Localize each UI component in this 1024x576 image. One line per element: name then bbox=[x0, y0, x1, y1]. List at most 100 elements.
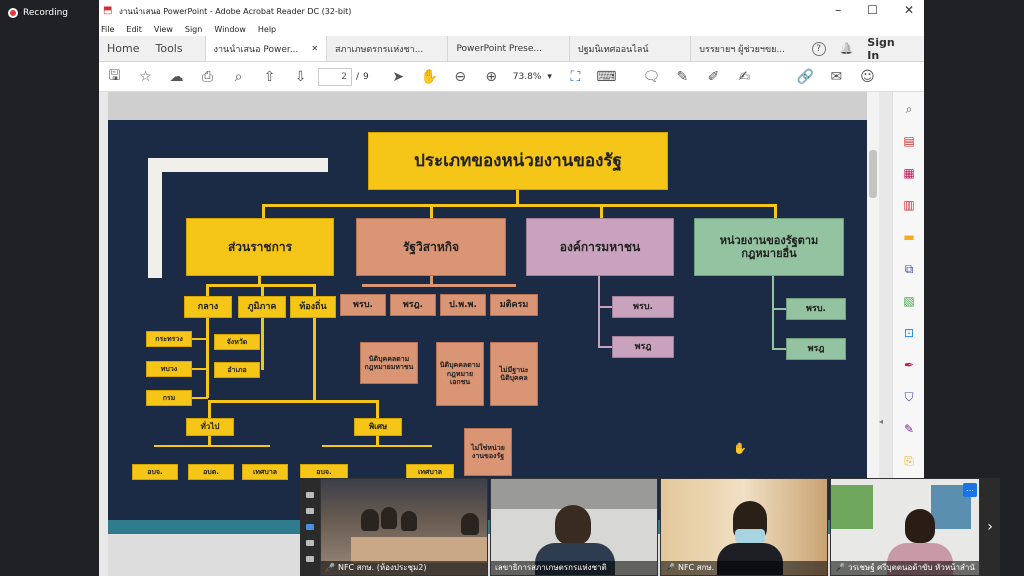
help-icon[interactable]: ? bbox=[811, 41, 826, 56]
stamp-icon[interactable]: ⎘ bbox=[904, 454, 914, 468]
menu-sign[interactable]: Sign bbox=[184, 24, 203, 34]
zoom-out-icon[interactable]: ⊖ bbox=[454, 68, 467, 85]
doc-tab-5[interactable]: บรรยายฯ ผู้ช่วยฯขย... bbox=[690, 36, 811, 61]
soe-cabinet-resolution: มติครม bbox=[490, 294, 538, 316]
video-control-icon[interactable] bbox=[306, 492, 314, 498]
scroll-mode-icon[interactable]: ⌨ bbox=[596, 68, 617, 85]
video-control-icon[interactable] bbox=[306, 540, 314, 546]
page-number-input[interactable]: 2 bbox=[318, 67, 352, 86]
connector bbox=[772, 276, 774, 350]
vertical-scrollbar[interactable] bbox=[867, 92, 879, 576]
recording-label: Recording bbox=[23, 8, 69, 18]
fit-page-icon[interactable]: ⛶ bbox=[570, 68, 581, 85]
soe-civil-code: ป.พ.พ. bbox=[440, 294, 486, 316]
next-page-icon[interactable]: ⇩ bbox=[294, 68, 307, 85]
doc-tab-label: บรรยายฯ ผู้ช่วยฯขย... bbox=[699, 44, 785, 55]
connector bbox=[322, 445, 432, 447]
organize-pages-icon[interactable]: ▦ bbox=[903, 166, 915, 180]
video-tile-4[interactable]: … 🎤วรเชษฐ์ ศรีบุตตนอด้าขับ หัวหน้าสำนั bbox=[830, 478, 980, 576]
zoom-dropdown-chevron-icon[interactable]: ▾ bbox=[547, 71, 552, 82]
add-user-icon[interactable]: ☺ bbox=[860, 68, 875, 85]
protect-shield-icon[interactable]: ⛉ bbox=[904, 390, 914, 404]
local-general: ทั่วไป bbox=[186, 418, 234, 436]
doc-tab-2[interactable]: สภาเภษตรกรแห่งชา... bbox=[326, 36, 447, 61]
sign-in-button[interactable]: Sign In bbox=[867, 35, 895, 62]
fill-sign-tool-icon[interactable]: ✒ bbox=[903, 358, 915, 372]
connector bbox=[206, 284, 209, 296]
doc-tab-3[interactable]: PowerPoint Prese... bbox=[447, 36, 568, 61]
connector bbox=[376, 400, 379, 418]
connector bbox=[192, 397, 208, 399]
compress-icon[interactable]: ▧ bbox=[903, 294, 915, 308]
fill-sign-icon[interactable]: ✍ bbox=[738, 68, 751, 85]
central-agency: ทบวง bbox=[146, 361, 192, 377]
connector bbox=[261, 284, 264, 296]
connector bbox=[774, 204, 777, 219]
doc-tab-4[interactable]: ปฐมนิเทศออนไลน์ bbox=[568, 36, 690, 61]
participant-name: NFC สกษ. bbox=[677, 563, 715, 572]
notification-bell-icon[interactable]: 🔔 bbox=[839, 42, 854, 55]
hand-tool-icon[interactable]: ✋ bbox=[420, 68, 438, 85]
scrollbar-thumb[interactable] bbox=[869, 150, 877, 198]
tab-tools[interactable]: Tools bbox=[155, 42, 183, 55]
local-general-sao: อบต. bbox=[188, 464, 234, 480]
menu-file[interactable]: File bbox=[101, 24, 115, 34]
connector bbox=[772, 308, 786, 310]
draw-icon[interactable]: ✐ bbox=[707, 68, 720, 85]
redact-pen-icon[interactable]: ✎ bbox=[903, 422, 915, 436]
share-link-icon[interactable]: 🔗 bbox=[796, 68, 815, 85]
category-state-enterprise: รัฐวิสาหกิจ bbox=[356, 218, 506, 276]
connector bbox=[313, 284, 316, 296]
doc-tab-label: สภาเภษตรกรแห่งชา... bbox=[335, 44, 424, 55]
ministry-central: กลาง bbox=[184, 296, 232, 318]
category-other-law: หน่วยงานของรัฐตามกฎหมายอื่น bbox=[694, 218, 844, 276]
connector bbox=[258, 276, 261, 286]
title-bar: ⬒ งานนำเสนอ PowerPoint - Adobe Acrobat R… bbox=[99, 0, 924, 22]
local-special-municipality: เทศบาล bbox=[406, 464, 454, 480]
close-window-button[interactable]: ✕ bbox=[903, 3, 914, 17]
video-tile-3[interactable]: 🎤NFC สกษ. bbox=[660, 478, 828, 576]
minimize-button[interactable]: – bbox=[835, 3, 842, 17]
menu-view[interactable]: View bbox=[153, 24, 173, 34]
connector bbox=[598, 346, 614, 348]
comment-icon[interactable]: 🗨 bbox=[642, 68, 661, 85]
zoom-in-icon[interactable]: ⊕ bbox=[485, 68, 498, 85]
more-options-icon[interactable]: … bbox=[963, 483, 977, 497]
email-icon[interactable]: ✉ bbox=[830, 68, 843, 85]
video-tile-2[interactable]: เลขาธิการสภาเกษตรกรแห่งชาติ bbox=[490, 478, 658, 576]
zoom-search-icon[interactable]: ⌕ bbox=[234, 68, 243, 85]
right-panel-collapse-chevron-icon[interactable]: ◂ bbox=[879, 417, 884, 426]
save-icon[interactable]: 🖫 bbox=[108, 67, 121, 84]
doc-tab-1[interactable]: งานนำเสนอ Power... ✕ bbox=[204, 36, 327, 61]
tab-bar: Home Tools งานนำเสนอ Power... ✕ สภาเภษตร… bbox=[99, 36, 924, 62]
tab-home[interactable]: Home bbox=[107, 42, 140, 55]
bookmark-star-icon[interactable]: ☆ bbox=[139, 68, 152, 85]
menu-edit[interactable]: Edit bbox=[126, 24, 142, 34]
create-pdf-icon[interactable]: ▤ bbox=[903, 134, 915, 148]
highlight-pen-icon[interactable]: ✎ bbox=[676, 68, 689, 85]
close-tab-icon[interactable]: ✕ bbox=[311, 44, 319, 53]
upload-cloud-icon[interactable]: ☁ bbox=[169, 68, 184, 85]
video-control-icon[interactable] bbox=[306, 524, 314, 530]
video-control-icon[interactable] bbox=[306, 556, 314, 562]
maximize-button[interactable]: ☐ bbox=[867, 3, 878, 17]
prev-page-icon[interactable]: ⇧ bbox=[263, 68, 276, 85]
export-pdf-icon[interactable]: ▥ bbox=[903, 198, 915, 212]
video-next-button[interactable]: › bbox=[980, 478, 1000, 576]
search-zoom-icon[interactable]: ⌕ bbox=[905, 102, 913, 116]
wall-poster bbox=[831, 485, 873, 529]
connector bbox=[376, 436, 379, 446]
zoom-level[interactable]: 73.8% bbox=[512, 71, 542, 82]
print-icon[interactable]: ⎙ bbox=[201, 68, 214, 85]
menu-window[interactable]: Window bbox=[214, 24, 246, 34]
participant-name: วรเชษฐ์ ศรีบุตตนอด้าขับ หัวหน้าสำนั bbox=[847, 563, 975, 572]
comment-tool-icon[interactable]: ▬ bbox=[903, 230, 915, 244]
select-cursor-icon[interactable]: ➤ bbox=[392, 68, 405, 85]
menu-help[interactable]: Help bbox=[257, 24, 277, 34]
video-tile-1[interactable]: 🎤NFC สกษ. (ห้องประชุม2) bbox=[320, 478, 488, 576]
video-control-icon[interactable] bbox=[306, 508, 314, 514]
page-total: 9 bbox=[363, 71, 369, 82]
muted-mic-icon: 🎤 bbox=[665, 563, 675, 572]
enhance-scan-icon[interactable]: ⊡ bbox=[903, 326, 915, 340]
combine-files-icon[interactable]: ⧉ bbox=[904, 262, 914, 276]
